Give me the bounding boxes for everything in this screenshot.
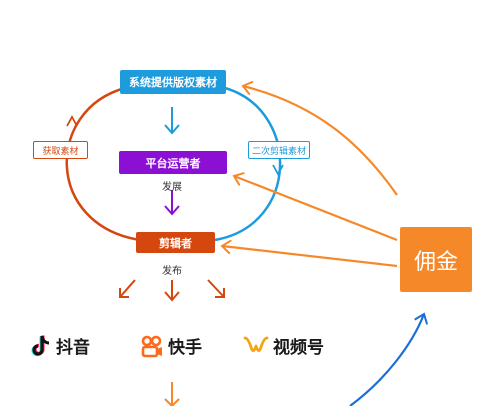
platform-to-editor-arrow — [164, 190, 180, 216]
shipinhao-icon — [243, 335, 269, 357]
second-edit-tag: 二次剪辑素材 — [248, 141, 310, 159]
editor-node: 剪辑者 — [136, 232, 215, 253]
second-edit-label: 二次剪辑素材 — [251, 146, 306, 157]
douyin-icon — [30, 334, 52, 358]
system-materials-label: 系统提供版权素材 — [129, 76, 217, 89]
acquire-arrowhead — [66, 115, 78, 127]
shipinhao-name: 视频号 — [273, 338, 324, 358]
editor-label: 剪辑者 — [159, 236, 192, 250]
system-materials-node: 系统提供版权素材 — [120, 70, 226, 94]
system-to-platform-arrow — [164, 107, 180, 135]
publish-arrow-center — [164, 280, 180, 302]
kuaishou-name: 快手 — [168, 338, 202, 358]
second-edit-arrowhead — [272, 164, 284, 176]
commission-node: 佣金 — [400, 227, 472, 292]
acquire-arc — [65, 86, 141, 242]
douyin-name: 抖音 — [56, 338, 90, 358]
acquire-materials-label: 获取素材 — [42, 146, 79, 157]
platform-douyin: 抖音 — [30, 333, 90, 358]
commission-label: 佣金 — [413, 249, 458, 275]
commission-to-editor-arrow — [222, 246, 398, 268]
kuaishou-icon — [140, 334, 164, 358]
second-edit-arc — [214, 86, 282, 242]
revenue-return-arrow — [349, 314, 424, 406]
publish-arrow-right — [207, 279, 225, 298]
develop-caption: 发展 — [162, 182, 182, 193]
bottom-orange-arrow — [164, 382, 180, 406]
commission-to-platform-arrow — [234, 176, 398, 242]
platform-kuaishou: 快手 — [140, 333, 202, 358]
platform-operator-label: 平台运营者 — [145, 156, 201, 170]
acquire-materials-tag: 获取素材 — [33, 141, 88, 159]
platform-operator-node: 平台运营者 — [119, 151, 227, 174]
publish-caption: 发布 — [162, 266, 182, 277]
publish-arrow-left — [119, 279, 136, 298]
commission-to-system-arrow — [243, 86, 398, 196]
platform-shipinhao: 视频号 — [243, 333, 324, 358]
